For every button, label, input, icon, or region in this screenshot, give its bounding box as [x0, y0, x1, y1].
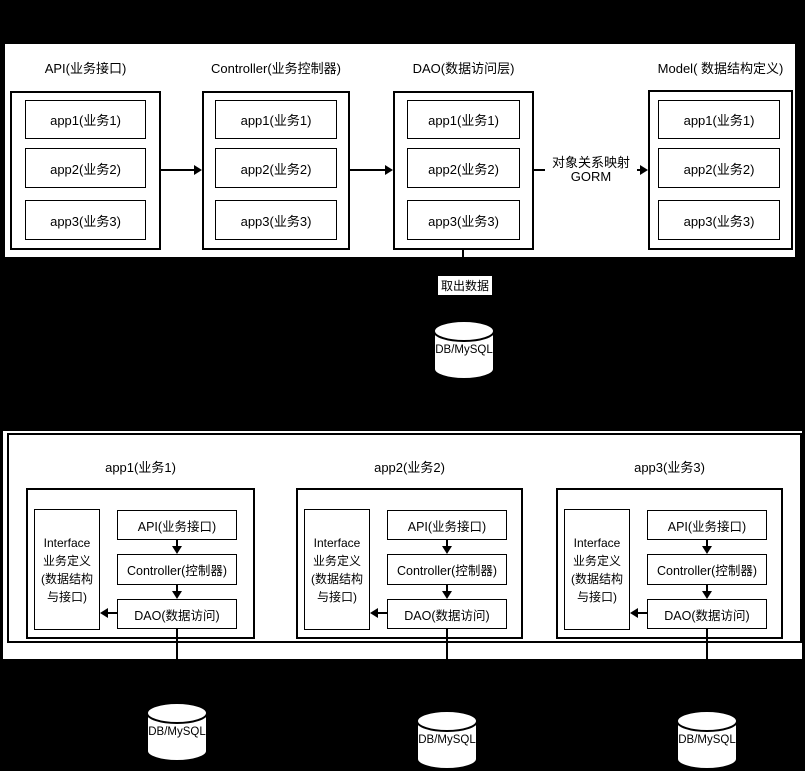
- app1-api-to-controller-line: [176, 540, 178, 546]
- database-icon: [146, 702, 208, 762]
- app3-title: app3(业务3): [634, 460, 705, 475]
- interface-line: 与接口): [47, 589, 87, 604]
- column-title-api: API(业务接口): [44, 61, 127, 76]
- arrowhead-down-icon: [442, 591, 452, 599]
- arrowhead-down-icon: [172, 546, 182, 554]
- orm-edge-label-line2: GORM: [570, 169, 612, 184]
- interface-line: 业务定义: [42, 553, 91, 568]
- model-app1-node: app1(业务1): [658, 100, 780, 139]
- interface-line: (数据结构: [571, 571, 623, 586]
- api-app2-node: app2(业务2): [25, 148, 146, 188]
- interface-line: (数据结构: [311, 571, 363, 586]
- arrowhead-left-icon: [370, 608, 378, 618]
- dao-app3-node: app3(业务3): [407, 200, 520, 240]
- column-title-controller: Controller(业务控制器): [210, 61, 341, 76]
- interface-line: 与接口): [317, 589, 357, 604]
- app3-controller-box: Controller(控制器): [647, 554, 767, 585]
- app3-api-box: API(业务接口): [647, 510, 767, 540]
- interface-line: (数据结构: [41, 571, 93, 586]
- app3-api-to-controller-line: [706, 540, 708, 546]
- interface-line: Interface: [313, 535, 361, 550]
- arrowhead-down-icon: [442, 546, 452, 554]
- interface-line: Interface: [573, 535, 621, 550]
- arrowhead-down-icon: [172, 591, 182, 599]
- interface-line: 与接口): [577, 589, 617, 604]
- app1-controller-box: Controller(控制器): [117, 554, 237, 585]
- interface-line: Interface: [43, 535, 91, 550]
- database-icon: [416, 710, 478, 770]
- interface-line: 业务定义: [312, 553, 361, 568]
- controller-to-dao-arrow-line: [350, 169, 385, 171]
- model-app3-node: app3(业务3): [658, 200, 780, 240]
- app2-controller-box: Controller(控制器): [387, 554, 507, 585]
- app2-to-db-connector-line: [446, 629, 448, 659]
- api-app1-node: app1(业务1): [25, 100, 146, 139]
- controller-app1-node: app1(业务1): [215, 100, 337, 139]
- db-cylinder-app2: DB/MySQL: [416, 710, 478, 770]
- db-label: DB/MySQL: [678, 734, 736, 746]
- arrowhead-down-icon: [702, 591, 712, 599]
- database-icon: [433, 320, 495, 380]
- arrowhead-left-icon: [100, 608, 108, 618]
- app2-controller-to-dao-line: [446, 585, 448, 591]
- app1-title: app1(业务1): [105, 460, 176, 475]
- app2-api-box: API(业务接口): [387, 510, 507, 540]
- db-cylinder-app1: DB/MySQL: [146, 702, 208, 762]
- app2-dao-box: DAO(数据访问): [387, 599, 507, 629]
- arrowhead-right-icon: [194, 165, 202, 175]
- db-cylinder-main: DB/MySQL: [433, 320, 495, 380]
- app1-dao-to-interface-line: [108, 612, 117, 614]
- dao-to-db-connector-line: [462, 250, 464, 260]
- fetch-data-label: 取出数据: [438, 276, 493, 295]
- arrowhead-down-icon: [702, 546, 712, 554]
- orm-edge-label: 对象关系映射 GORM: [545, 156, 637, 184]
- app2-api-to-controller-line: [446, 540, 448, 546]
- column-title-dao: DAO(数据访问层): [412, 61, 515, 76]
- arrowhead-right-icon: [640, 165, 648, 175]
- db-cylinder-app3: DB/MySQL: [676, 710, 738, 770]
- controller-app3-node: app3(业务3): [215, 200, 337, 240]
- db-label: DB/MySQL: [418, 734, 476, 746]
- app2-title: app2(业务2): [374, 460, 445, 475]
- app3-to-db-connector-line: [706, 629, 708, 659]
- arrowhead-right-icon: [385, 165, 393, 175]
- db-label: DB/MySQL: [435, 344, 493, 356]
- app3-interface-box: Interface 业务定义 (数据结构 与接口): [564, 509, 630, 630]
- app1-to-db-connector-line: [176, 629, 178, 659]
- arrowhead-left-icon: [630, 608, 638, 618]
- app3-controller-to-dao-line: [706, 585, 708, 591]
- dao-app2-node: app2(业务2): [407, 148, 520, 188]
- app3-dao-to-interface-line: [638, 612, 647, 614]
- controller-app2-node: app2(业务2): [215, 148, 337, 188]
- app1-controller-to-dao-line: [176, 585, 178, 591]
- db-label: DB/MySQL: [148, 726, 206, 738]
- database-icon: [676, 710, 738, 770]
- model-app2-node: app2(业务2): [658, 148, 780, 188]
- column-title-model: Model( 数据结构定义): [657, 61, 784, 76]
- api-app3-node: app3(业务3): [25, 200, 146, 240]
- app1-dao-box: DAO(数据访问): [117, 599, 237, 629]
- dao-app1-node: app1(业务1): [407, 100, 520, 139]
- interface-line: 业务定义: [572, 553, 621, 568]
- app2-interface-box: Interface 业务定义 (数据结构 与接口): [304, 509, 370, 630]
- orm-edge-label-line1: 对象关系映射: [551, 155, 630, 170]
- app1-interface-box: Interface 业务定义 (数据结构 与接口): [34, 509, 100, 630]
- api-to-controller-arrow-line: [161, 169, 194, 171]
- app1-api-box: API(业务接口): [117, 510, 237, 540]
- app2-dao-to-interface-line: [378, 612, 387, 614]
- app3-dao-box: DAO(数据访问): [647, 599, 767, 629]
- apps-panel-border: [7, 433, 802, 643]
